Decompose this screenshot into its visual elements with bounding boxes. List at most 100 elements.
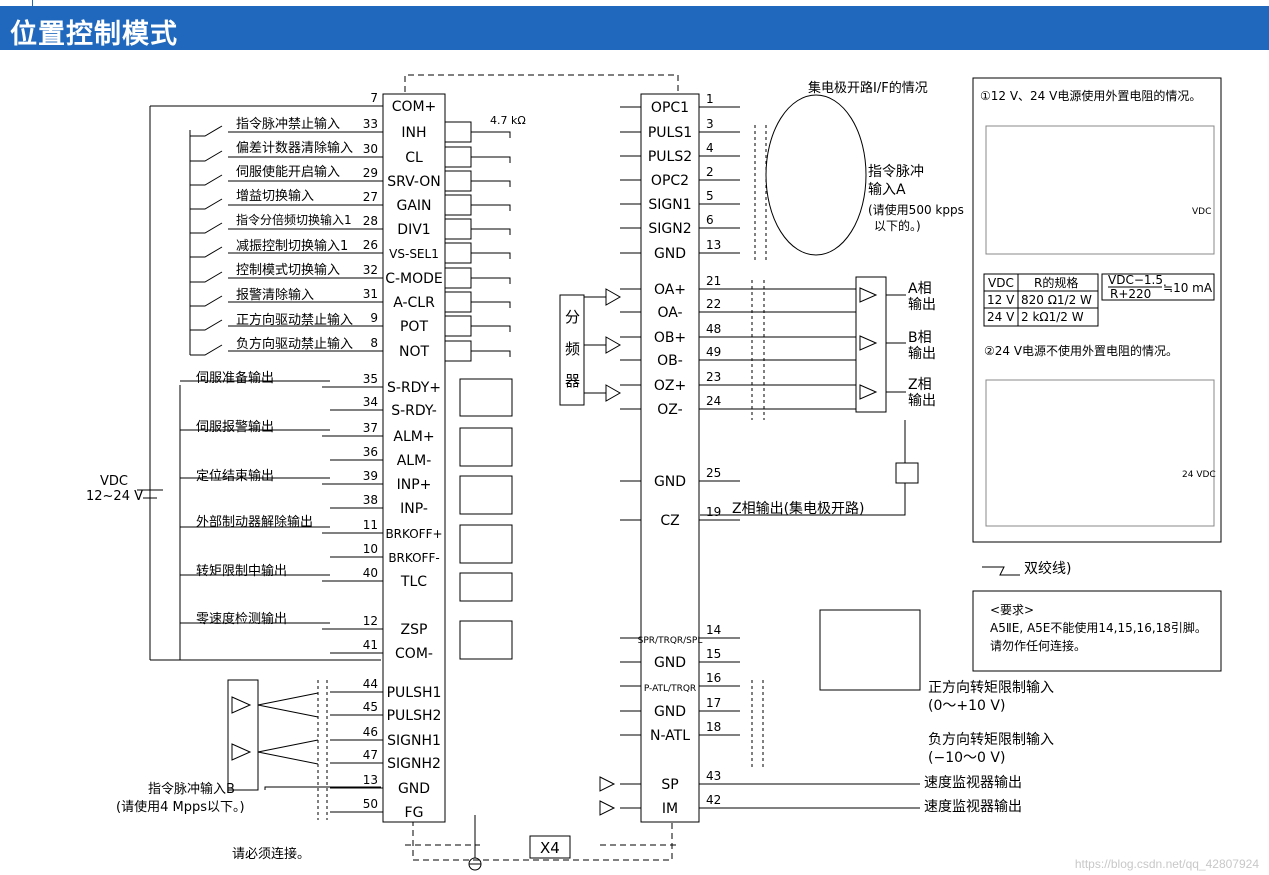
right-pin-no-11: 23	[706, 370, 721, 384]
formula-num: VDC−1.5	[1108, 273, 1163, 287]
pulse-b-label: 指令脉冲输入B	[148, 781, 235, 797]
input-coupler-6	[444, 267, 472, 289]
spec-header-1: R的规格	[1034, 275, 1078, 290]
spec-header-0: VDC	[988, 276, 1014, 290]
phase-z-1: 输出	[908, 393, 936, 409]
left-pin-name-24: SIGNH1	[387, 733, 441, 749]
right-pin-name-5: SIGN2	[648, 221, 691, 237]
left-pin-no-0: 7	[370, 91, 378, 105]
left-pin-name-6: VS-SEL1	[389, 247, 439, 261]
torque-pos-1: (0～+10 V)	[928, 698, 1005, 714]
output-label-1: 伺服报警输出	[196, 419, 274, 435]
input-switch-8	[190, 319, 330, 331]
requirement-line-1: 请勿作任何连接。	[990, 638, 1086, 653]
left-pin-no-13: 37	[363, 421, 378, 435]
left-pin-name-13: ALM+	[393, 429, 434, 445]
left-pin-name-9: POT	[400, 319, 428, 335]
x4-label: X4	[540, 839, 560, 857]
spec-row1-0: 24 V	[987, 310, 1015, 324]
left-pin-no-4: 27	[363, 190, 378, 204]
left-pin-name-14: ALM-	[397, 453, 432, 469]
input-coupler-wire-1	[471, 156, 511, 163]
panel-24v: 24 VDC	[1182, 470, 1216, 480]
right-pin-no-4: 5	[706, 189, 714, 203]
right-pin-name-17: P-ATL/TRQR	[644, 684, 696, 694]
input-label-5: 减振控制切换输入1	[236, 238, 348, 254]
left-pin-name-27: FG	[405, 805, 424, 821]
right-pin-no-16: 15	[706, 647, 721, 661]
must-connect-note: 请必须连接。	[232, 846, 310, 862]
input-coupler-1	[444, 146, 472, 168]
pulse-b-note: (请使用4 Mpps以下。)	[116, 799, 245, 815]
left-pin-no-10: 8	[370, 336, 378, 350]
left-pin-no-9: 9	[370, 311, 378, 325]
right-pin-name-11: OZ+	[654, 378, 686, 394]
line-driver-2	[605, 384, 622, 402]
left-pin-name-10: NOT	[399, 344, 429, 360]
right-pin-name-13: GND	[654, 474, 686, 490]
requirement-line-0: A5ⅡE, A5E不能使用14,15,16,18引脚。	[990, 620, 1207, 635]
left-pin-name-5: DIV1	[397, 222, 430, 238]
left-pin-name-15: INP+	[397, 477, 432, 493]
z-output-label: Z相输出(集电极开路)	[732, 500, 865, 517]
line-driver-1	[605, 336, 622, 354]
input-label-2: 伺服使能开启输入	[236, 164, 340, 180]
output-wire-5	[180, 622, 350, 630]
left-pin-no-1: 33	[363, 117, 378, 131]
title-bar: 位置控制模式	[0, 0, 1269, 50]
left-pin-no-27: 50	[363, 797, 378, 811]
left-pin-no-2: 30	[363, 142, 378, 156]
right-pin-no-0: 1	[706, 92, 714, 106]
output-label-3: 外部制动器解除输出	[196, 514, 313, 530]
left-pin-no-14: 36	[363, 445, 378, 459]
left-pin-name-23: PULSH2	[387, 708, 442, 724]
right-pin-no-9: 48	[706, 322, 721, 336]
input-coupler-wire-4	[471, 228, 511, 235]
right-pin-no-2: 4	[706, 141, 714, 155]
left-pin-no-15: 39	[363, 469, 378, 483]
left-pin-no-16: 38	[363, 493, 378, 507]
output-label-0: 伺服准备输出	[196, 370, 274, 386]
input-coupler-wire-7	[471, 301, 511, 308]
right-pin-name-19: N-ATL	[650, 728, 690, 744]
output-wire-2	[180, 477, 350, 485]
right-pin-no-1: 3	[706, 117, 714, 131]
vdc-label: VDC	[100, 474, 128, 489]
output-coupler-2	[459, 475, 513, 515]
left-pin-name-0: COM+	[392, 99, 437, 115]
divider-char-0: 分	[565, 308, 580, 326]
line-receiver-0	[859, 287, 878, 303]
phase-b-1: 输出	[908, 346, 936, 362]
phase-b-0: B相	[908, 330, 932, 346]
right-pin-name-12: OZ-	[657, 402, 682, 418]
left-pin-no-24: 46	[363, 725, 378, 739]
output-wire-0	[180, 380, 350, 388]
input-coupler-wire-2	[471, 180, 511, 187]
input-coupler-wire-0	[471, 131, 511, 138]
left-pin-no-21: 41	[363, 638, 378, 652]
input-coupler-4	[444, 218, 472, 240]
left-pin-no-8: 31	[363, 287, 378, 301]
left-pin-no-17: 11	[363, 518, 378, 532]
twisted-pair-label: 双绞线)	[1024, 560, 1071, 577]
left-pin-no-5: 28	[363, 214, 378, 228]
right-pin-no-19: 18	[706, 720, 721, 734]
pulse-a-label-0: 指令脉冲	[868, 164, 924, 180]
right-pin-name-15: SPR/TRQR/SPL	[638, 636, 703, 646]
panel2-title: ②24 V电源不使用外置电阻的情况。	[984, 343, 1178, 358]
phase-z-0: Z相	[908, 377, 932, 393]
right-pin-no-7: 21	[706, 274, 721, 288]
line-receiver-1	[859, 335, 878, 351]
left-pin-name-3: SRV-ON	[387, 174, 441, 190]
output-coupler-1	[459, 427, 513, 467]
input-coupler-wire-3	[471, 204, 511, 211]
left-pin-no-19: 40	[363, 566, 378, 580]
pulse-b-line-0	[257, 692, 319, 718]
left-pin-name-17: BRKOFF+	[385, 527, 442, 541]
right-pin-name-21: IM	[662, 801, 678, 817]
divider-char-1: 频	[565, 340, 580, 358]
input-coupler-2	[444, 170, 472, 192]
resistor-47k: 4.7 kΩ	[490, 114, 526, 127]
left-pin-name-4: GAIN	[396, 198, 431, 214]
